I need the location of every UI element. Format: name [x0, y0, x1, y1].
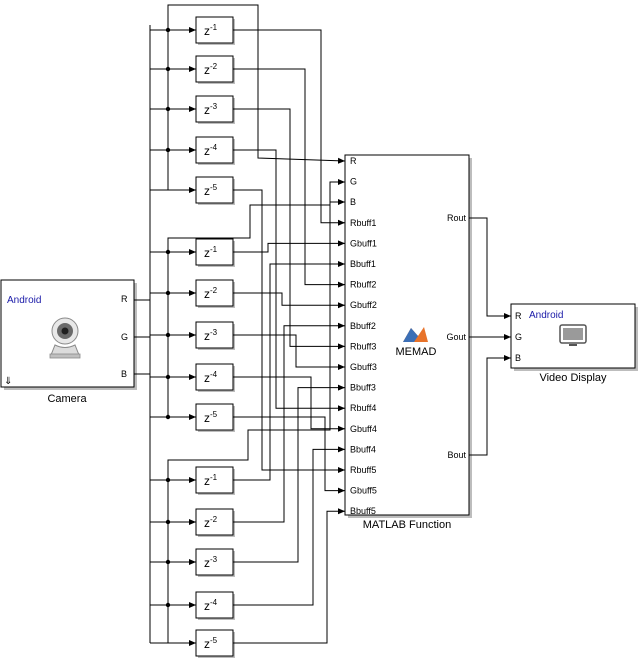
camera-corner-icon: ⇓ — [4, 376, 12, 387]
svg-text:z-1: z-1 — [204, 473, 218, 488]
svg-text:z-4: z-4 — [204, 598, 218, 613]
matlab-input-port: Rbuff2 — [350, 280, 376, 290]
matlab-input-port: Gbuff1 — [350, 238, 377, 248]
unit-delay-block[interactable]: z-3 — [195, 321, 235, 350]
delay-block-groups: z-1z-2z-3z-4z-5z-1z-2z-3z-4z-5z-1z-2z-3z… — [195, 16, 235, 658]
video-display-block[interactable]: Android R G B — [510, 303, 638, 371]
matlab-function-block[interactable]: RGBRbuff1Gbuff1Bbuff1Rbuff2Gbuff2Bbuff2R… — [344, 154, 472, 518]
svg-text:z-3: z-3 — [204, 328, 218, 343]
unit-delay-block[interactable]: z-4 — [195, 591, 235, 620]
display-port-r: R — [515, 311, 522, 321]
svg-text:z-5: z-5 — [204, 636, 218, 651]
matlab-input-port: Bbuff4 — [350, 444, 376, 454]
signal-wires — [134, 4, 511, 646]
camera-port-g: G — [121, 332, 128, 342]
unit-delay-block[interactable]: z-1 — [195, 466, 235, 495]
matlab-center-label: MEMAD — [396, 346, 437, 358]
unit-delay-block[interactable]: z-3 — [195, 548, 235, 577]
matlab-input-port: R — [350, 156, 357, 166]
matlab-logo-icon — [403, 327, 428, 342]
unit-delay-block[interactable]: z-4 — [195, 363, 235, 392]
video-display-label: Video Display — [539, 372, 607, 384]
matlab-input-port: Gbuff3 — [350, 362, 377, 372]
matlab-output-port: Rout — [447, 213, 467, 223]
unit-delay-block[interactable]: z-5 — [195, 403, 235, 432]
camera-android-badge: Android — [7, 295, 41, 306]
svg-text:z-3: z-3 — [204, 102, 218, 117]
unit-delay-block[interactable]: z-1 — [195, 238, 235, 267]
unit-delay-block[interactable]: z-2 — [195, 55, 235, 84]
matlab-input-port: Gbuff4 — [350, 424, 377, 434]
unit-delay-block[interactable]: z-4 — [195, 136, 235, 165]
matlab-input-port: B — [350, 197, 356, 207]
matlab-input-port: Bbuff3 — [350, 383, 376, 393]
delay-group-g: z-1 z-2 z-3 z-4 z-5 — [195, 238, 235, 432]
matlab-input-port: Rbuff5 — [350, 465, 376, 475]
matlab-input-port: Rbuff4 — [350, 403, 376, 413]
svg-text:z-2: z-2 — [204, 286, 218, 301]
matlab-input-port: G — [350, 177, 357, 187]
camera-block[interactable]: Android ⇓ R G B — [0, 279, 137, 390]
unit-delay-block[interactable]: z-1 — [195, 16, 235, 45]
svg-text:z-2: z-2 — [204, 62, 218, 77]
camera-port-r: R — [121, 294, 128, 304]
webcam-icon — [49, 317, 81, 359]
matlab-input-port: Rbuff1 — [350, 218, 376, 228]
matlab-input-port: Bbuff1 — [350, 259, 376, 269]
monitor-icon — [559, 324, 587, 346]
delay-group-r: z-1 z-2 z-3 z-4 z-5 — [195, 16, 235, 205]
matlab-output-port: Gout — [446, 332, 466, 342]
matlab-input-ports: R GB Rbuff1Gbuff1Bbuff1Rbuff2Gbuff2Bbuff2R… — [350, 156, 377, 516]
matlab-input-port: Bbuff2 — [350, 321, 376, 331]
display-port-b: B — [515, 353, 521, 363]
unit-delay-block[interactable]: z-3 — [195, 95, 235, 124]
matlab-function-label: MATLAB Function — [363, 519, 451, 531]
svg-text:z-4: z-4 — [204, 143, 218, 158]
unit-delay-block[interactable]: z-5 — [195, 629, 235, 658]
svg-text:z-1: z-1 — [204, 245, 218, 260]
svg-text:z-5: z-5 — [204, 183, 218, 198]
svg-text:z-3: z-3 — [204, 555, 218, 570]
camera-port-b: B — [121, 369, 127, 379]
svg-text:z-4: z-4 — [204, 370, 218, 385]
unit-delay-block[interactable]: z-2 — [195, 279, 235, 308]
svg-text:z-1: z-1 — [204, 23, 218, 38]
unit-delay-block[interactable]: z-5 — [195, 176, 235, 205]
matlab-output-port: Bout — [447, 450, 466, 460]
matlab-input-port: Gbuff2 — [350, 300, 377, 310]
matlab-input-port: Rbuff3 — [350, 341, 376, 351]
display-android-badge: Android — [529, 310, 563, 321]
svg-text:z-2: z-2 — [204, 515, 218, 530]
matlab-input-port: Gbuff5 — [350, 486, 377, 496]
camera-label: Camera — [47, 393, 87, 405]
svg-text:z-5: z-5 — [204, 410, 218, 425]
matlab-input-port: Bbuff5 — [350, 506, 376, 516]
display-port-g: G — [515, 332, 522, 342]
delay-group-b: z-1 z-2 z-3 z-4 z-5 — [195, 466, 235, 658]
unit-delay-block[interactable]: z-2 — [195, 508, 235, 537]
